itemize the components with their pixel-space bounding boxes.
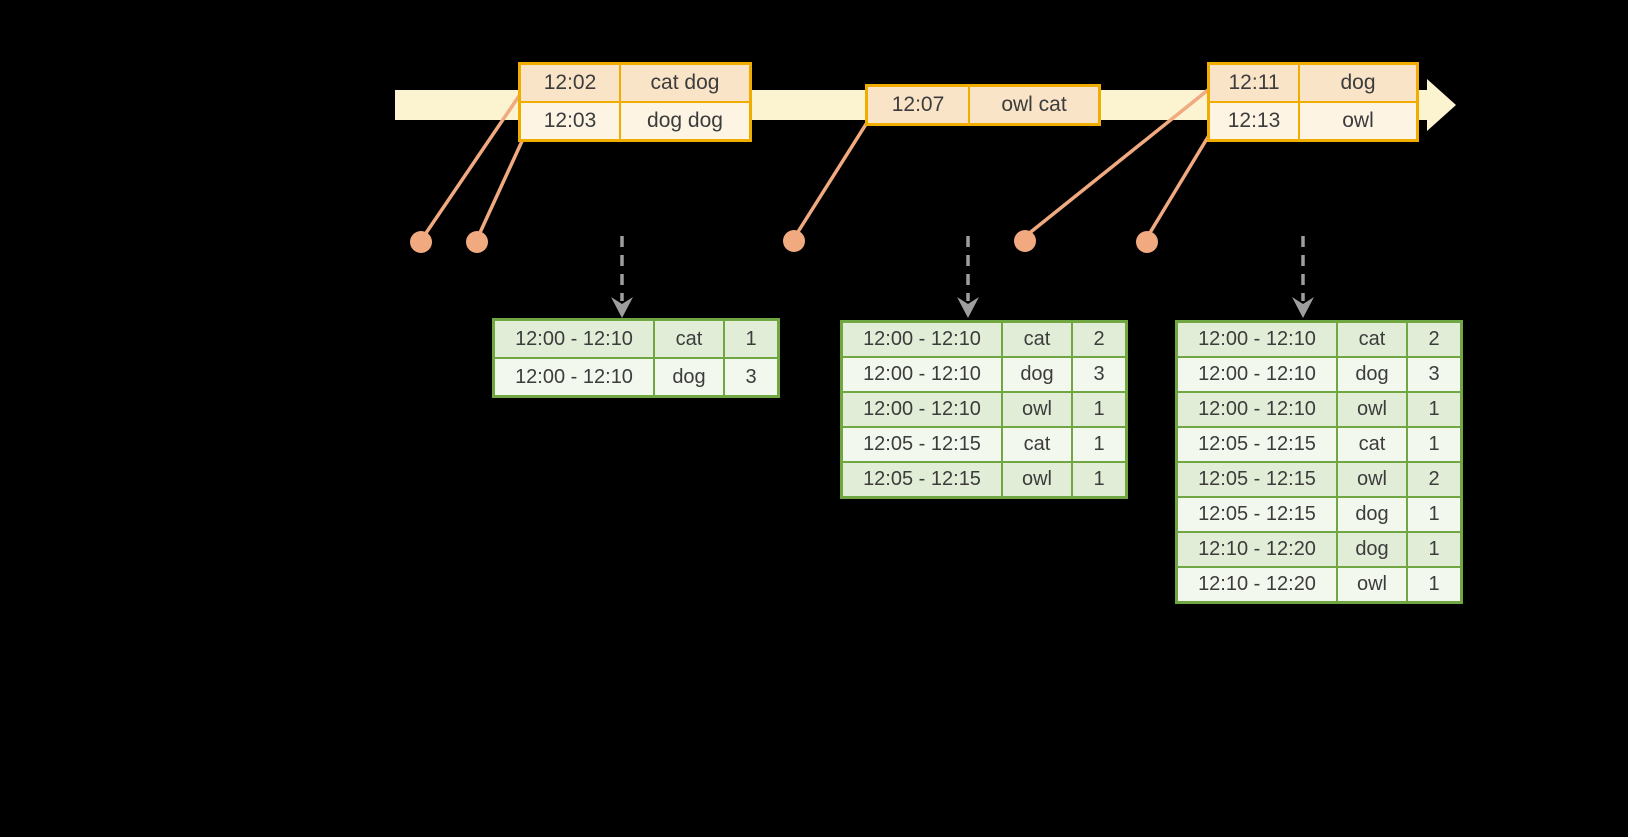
result-cell-count: 1 <box>1071 391 1128 428</box>
result-cell-count: 1 <box>1071 426 1128 463</box>
event-dot-5 <box>1136 231 1158 253</box>
result-cell-count: 2 <box>1406 320 1463 358</box>
result-cell-word: cat <box>1001 320 1073 358</box>
event-dot-4 <box>1014 230 1036 252</box>
trigger-arrow-head-2 <box>957 297 979 318</box>
result-cell-count: 2 <box>1071 320 1128 358</box>
result-cell-word: dog <box>1336 531 1408 568</box>
result-cell-word: cat <box>653 318 725 359</box>
result-cell-count: 3 <box>723 357 780 398</box>
event-cell-words: dog <box>1298 62 1419 103</box>
result-cell-word: owl <box>1001 461 1073 499</box>
result-cell-window: 12:00 - 12:10 <box>1175 356 1338 393</box>
result-cell-window: 12:00 - 12:10 <box>492 357 655 398</box>
result-cell-count: 3 <box>1406 356 1463 393</box>
result-cell-window: 12:05 - 12:15 <box>1175 461 1338 498</box>
result-cell-word: owl <box>1001 391 1073 428</box>
result-cell-word: dog <box>1336 356 1408 393</box>
event-connector-line-2 <box>476 137 525 239</box>
result-cell-word: cat <box>1336 426 1408 463</box>
result-cell-window: 12:05 - 12:15 <box>840 426 1003 463</box>
result-cell-window: 12:00 - 12:10 <box>840 320 1003 358</box>
result-cell-window: 12:10 - 12:20 <box>1175 566 1338 604</box>
event-cell-time: 12:03 <box>518 101 621 142</box>
event-dot-2 <box>466 231 488 253</box>
event-connector-line-5 <box>1146 130 1213 238</box>
result-cell-count: 1 <box>723 318 780 359</box>
result-cell-window: 12:00 - 12:10 <box>492 318 655 359</box>
event-cell-time: 12:13 <box>1207 101 1300 142</box>
event-cell-time: 12:02 <box>518 62 621 103</box>
result-cell-word: dog <box>1336 496 1408 533</box>
result-cell-word: owl <box>1336 566 1408 604</box>
result-cell-count: 1 <box>1406 531 1463 568</box>
event-connector-line-4 <box>1025 88 1210 237</box>
trigger-arrow-head-1 <box>611 297 633 318</box>
event-cell-words: cat dog <box>619 62 752 103</box>
result-cell-window: 12:00 - 12:10 <box>840 356 1003 393</box>
event-cell-time: 12:07 <box>865 84 970 126</box>
result-cell-window: 12:05 - 12:15 <box>1175 426 1338 463</box>
result-cell-window: 12:00 - 12:10 <box>840 391 1003 428</box>
result-cell-word: owl <box>1336 391 1408 428</box>
result-cell-window: 12:00 - 12:10 <box>1175 320 1338 358</box>
result-cell-word: dog <box>653 357 725 398</box>
event-connector-line-1 <box>422 94 521 238</box>
result-cell-word: cat <box>1336 320 1408 358</box>
event-cell-time: 12:11 <box>1207 62 1300 103</box>
result-cell-count: 3 <box>1071 356 1128 393</box>
result-cell-count: 1 <box>1406 391 1463 428</box>
event-cell-words: dog dog <box>619 101 752 142</box>
result-cell-count: 1 <box>1406 566 1463 604</box>
result-cell-word: dog <box>1001 356 1073 393</box>
result-cell-word: owl <box>1336 461 1408 498</box>
result-cell-window: 12:10 - 12:20 <box>1175 531 1338 568</box>
result-cell-window: 12:05 - 12:15 <box>840 461 1003 499</box>
result-cell-word: cat <box>1001 426 1073 463</box>
result-cell-window: 12:05 - 12:15 <box>1175 496 1338 533</box>
event-cell-words: owl <box>1298 101 1419 142</box>
result-cell-count: 2 <box>1406 461 1463 498</box>
result-cell-count: 1 <box>1071 461 1128 499</box>
event-dot-3 <box>783 230 805 252</box>
result-cell-count: 1 <box>1406 496 1463 533</box>
result-cell-count: 1 <box>1406 426 1463 463</box>
event-cell-words: owl cat <box>968 84 1101 126</box>
trigger-arrow-head-3 <box>1292 297 1314 318</box>
result-cell-window: 12:00 - 12:10 <box>1175 391 1338 428</box>
event-connector-line-3 <box>794 119 870 237</box>
event-dot-1 <box>410 231 432 253</box>
